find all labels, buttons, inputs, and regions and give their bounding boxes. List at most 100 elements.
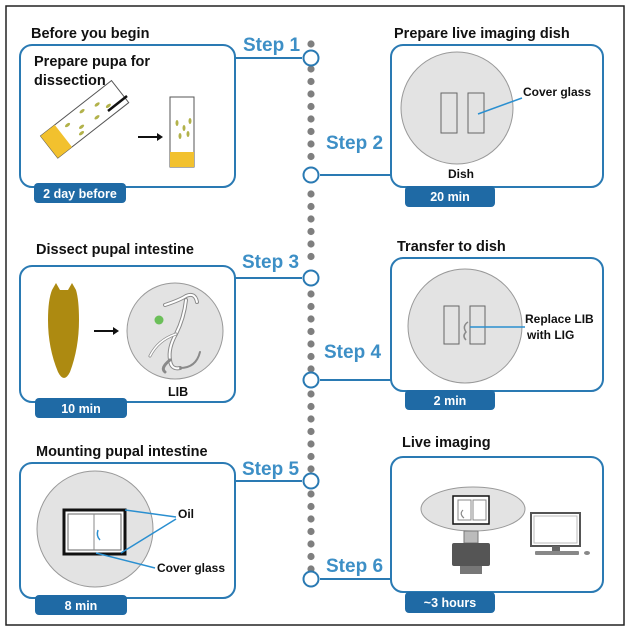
timeline-dot	[307, 415, 315, 423]
green-gut-region	[154, 315, 164, 325]
cover-glass-label-2: Cover glass	[157, 561, 225, 575]
step-4-title: Transfer to dish	[397, 239, 506, 255]
timeline-dot	[307, 365, 315, 373]
step-3-node	[302, 269, 320, 287]
step-4-time: 2 min	[434, 394, 467, 408]
pupa-illustration	[48, 283, 79, 378]
step-4-node	[302, 371, 320, 389]
oil-pointer-2	[120, 518, 177, 554]
step-1-title: Before you begin	[31, 26, 149, 42]
replace-label-line2: with LIG	[526, 328, 574, 342]
timeline-dot	[307, 65, 315, 73]
cover-glass-pointer-2	[95, 552, 156, 569]
step-1-heading-line2: dissection	[34, 73, 106, 89]
step-5: Mounting pupal intestine Oil Cover glass…	[19, 444, 320, 615]
step-2-time: 20 min	[430, 190, 470, 204]
step-5-title: Mounting pupal intestine	[36, 444, 208, 460]
step-3: Dissect pupal intestine LIB 10 min Step …	[19, 242, 320, 418]
dish-label: Dish	[448, 167, 474, 181]
timeline-dot	[307, 552, 315, 561]
timeline-dot	[307, 502, 315, 511]
timeline-dot	[307, 515, 315, 523]
oil-frame	[62, 508, 127, 556]
timeline-dot	[307, 465, 315, 473]
timeline-dot	[307, 215, 315, 223]
timeline-dot	[307, 490, 315, 498]
lib-label: LIB	[168, 385, 188, 399]
step-1-time: 2 day before	[43, 187, 117, 201]
timeline-dot	[307, 440, 315, 448]
step-6-node	[302, 570, 320, 588]
step-6-title: Live imaging	[402, 435, 491, 451]
step-3-label: Step 3	[242, 252, 299, 273]
step-5-time-badge	[35, 595, 127, 615]
timeline-dot	[307, 140, 315, 148]
timeline-dot	[307, 327, 315, 336]
upright-vial-illustration	[169, 96, 195, 168]
timeline-dot	[307, 315, 315, 323]
step-2: Prepare live imaging dish Cover glass Di…	[302, 26, 604, 207]
step-1-label: Step 1	[243, 35, 300, 56]
lib-dish-illustration	[126, 282, 224, 380]
cover-glass-left-2	[443, 305, 460, 345]
microscope-icon	[420, 486, 526, 574]
timeline-dot	[307, 352, 315, 361]
timeline-dot	[307, 252, 315, 261]
step-3-time: 10 min	[61, 402, 101, 416]
step-6-time: ~3 hours	[424, 596, 476, 610]
arrow-icon-2	[94, 327, 119, 335]
timeline-dot	[307, 127, 315, 136]
timeline-dot	[307, 90, 315, 98]
step-1: Before you begin Prepare pupa for dissec…	[19, 26, 320, 203]
mounted-intestine	[96, 529, 101, 541]
cover-glass-left	[440, 92, 458, 134]
step-6-label: Step 6	[326, 556, 383, 577]
step-5-node	[302, 472, 320, 490]
tilted-vial-illustration	[39, 79, 130, 159]
transferred-intestine	[463, 321, 469, 341]
timeline-dot	[307, 227, 315, 236]
step-4-time-badge	[405, 390, 495, 410]
arrow-icon	[138, 133, 163, 141]
timeline-dotted-line	[307, 40, 315, 573]
timeline-dot	[307, 340, 315, 348]
step-2-node	[302, 166, 320, 184]
step-5-time: 8 min	[65, 599, 98, 613]
step-3-title: Dissect pupal intestine	[36, 242, 194, 258]
timeline-dot	[307, 202, 315, 211]
timeline-dot	[307, 402, 315, 411]
step-4-label: Step 4	[324, 342, 381, 363]
timeline-dot	[307, 152, 315, 161]
step-1-time-badge	[34, 183, 126, 203]
step-6-time-badge	[405, 592, 495, 613]
timeline-dot	[307, 240, 315, 248]
intestine-illustration	[148, 292, 201, 374]
step-6: Live imaging ~3 hours Step 6	[302, 435, 604, 613]
computer-monitor-icon	[530, 512, 590, 555]
replace-label-line1: Replace LIB	[525, 312, 594, 326]
timeline-dot	[307, 77, 315, 86]
step-5-label: Step 5	[242, 459, 299, 480]
step-4: Transfer to dish Replace LIB with LIG 2 …	[302, 239, 604, 410]
timeline-dot	[307, 190, 315, 198]
step-3-time-badge	[35, 398, 127, 418]
step-2-title: Prepare live imaging dish	[394, 26, 570, 42]
oil-label: Oil	[178, 507, 194, 521]
timeline-dot	[307, 102, 315, 111]
timeline-dot	[307, 115, 315, 123]
cover-glass-label: Cover glass	[523, 85, 591, 99]
cover-glass-pointer	[477, 97, 523, 115]
timeline-dot	[307, 290, 315, 298]
oil-pointer-1	[124, 509, 177, 518]
forceps-icon	[107, 95, 128, 112]
timeline-dot	[307, 390, 315, 398]
cover-glass-right	[467, 92, 485, 134]
step-2-time-badge	[405, 186, 495, 207]
timeline-dot	[307, 540, 315, 548]
step-2-label: Step 2	[326, 133, 383, 154]
timeline-dot	[307, 302, 315, 311]
timeline-dot	[307, 40, 315, 48]
timeline-dot	[307, 427, 315, 436]
